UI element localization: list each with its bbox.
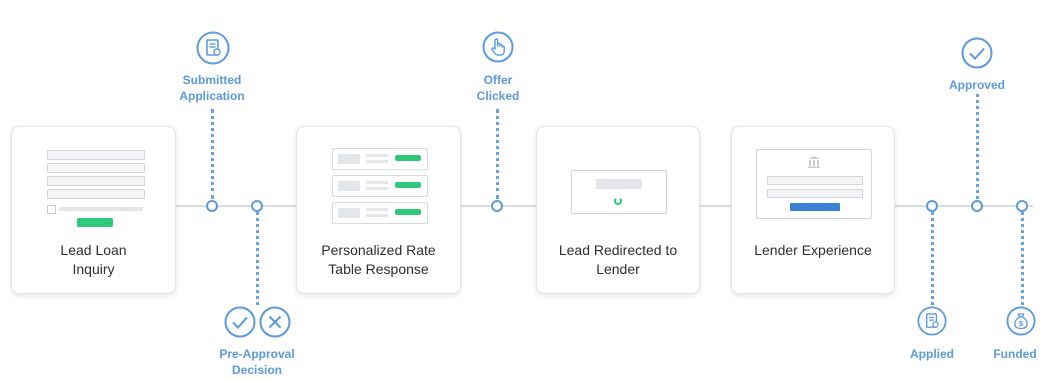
document-icon — [917, 306, 947, 336]
rate-table-card: Personalized Rate Table Response — [296, 126, 461, 294]
document-icon — [196, 31, 230, 65]
lead-inquiry-title-1: Lead Loan — [60, 242, 127, 258]
funded-connector — [1021, 212, 1024, 305]
approved-node — [971, 200, 983, 212]
lead-inquiry-card: Lead Loan Inquiry — [11, 126, 176, 294]
money-bag-icon: $ — [1006, 306, 1036, 336]
rate-table-mockup — [332, 148, 428, 228]
pre-approval-label-1: Pre-Approval — [219, 347, 295, 361]
hand-pointer-icon — [482, 31, 514, 63]
applied-label: Applied — [910, 347, 954, 361]
applied-connector — [931, 212, 934, 305]
bank-icon — [808, 156, 820, 168]
redirected-card: Lead Redirected to Lender — [536, 126, 700, 294]
redirect-mockup — [571, 170, 667, 214]
pre-approval-label-2: Decision — [231, 363, 282, 377]
offer-connector — [496, 109, 499, 199]
lender-site-mockup — [756, 149, 872, 219]
rate-table-title-2: Table Response — [328, 261, 429, 277]
funded-node — [1016, 200, 1028, 212]
submitted-label-1: Submitted — [182, 73, 242, 87]
check-circle-icon — [224, 306, 256, 338]
offer-label-1: Offer — [483, 73, 513, 87]
offer-node — [491, 200, 503, 212]
rate-table-title-1: Personalized Rate — [321, 242, 436, 258]
redirected-title-1: Lead Redirected to — [558, 242, 678, 258]
pre-approval-node — [251, 200, 263, 212]
form-mockup — [47, 150, 145, 230]
lender-experience-title: Lender Experience — [754, 242, 872, 258]
checkmark-icon — [961, 37, 993, 69]
connector-line — [895, 205, 1033, 207]
lead-inquiry-title-2: Inquiry — [72, 261, 115, 277]
svg-text:$: $ — [1019, 319, 1024, 328]
loading-spinner-icon — [614, 197, 622, 205]
submitted-label-2: Application — [179, 89, 245, 103]
submitted-node — [206, 200, 218, 212]
connector-line — [176, 205, 296, 207]
applied-node — [926, 200, 938, 212]
x-circle-icon — [259, 306, 291, 338]
lender-experience-card: Lender Experience — [731, 126, 895, 294]
funded-label: Funded — [993, 347, 1037, 361]
submitted-connector — [211, 109, 214, 199]
approved-label: Approved — [948, 78, 1005, 92]
offer-label-2: Clicked — [476, 89, 520, 103]
redirected-title-2: Lender — [596, 261, 640, 277]
connector-line — [700, 205, 731, 207]
approved-connector — [976, 94, 979, 199]
pre-approval-connector — [256, 212, 259, 305]
